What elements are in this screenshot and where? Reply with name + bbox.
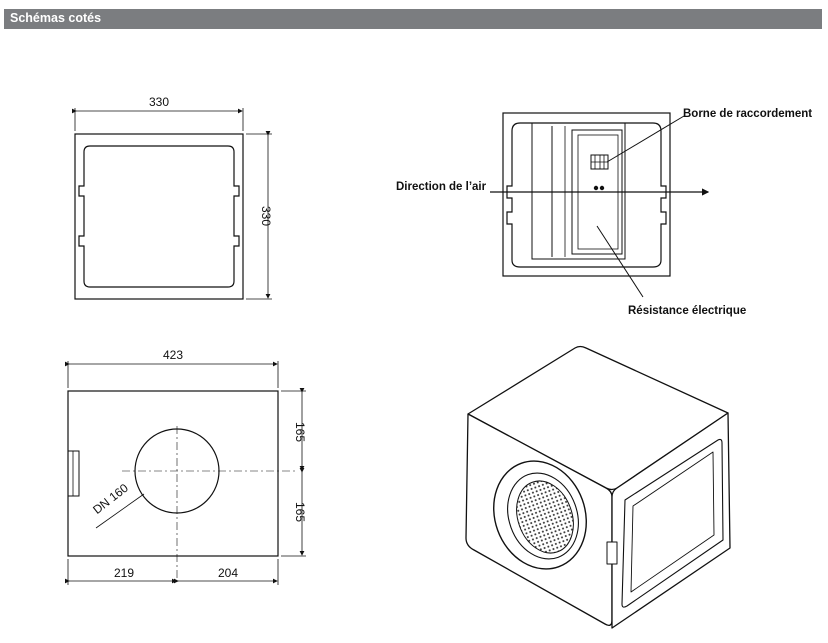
section-outline (502, 112, 671, 277)
top-view-outline (67, 390, 279, 557)
iso-grille (516, 480, 574, 554)
section-view (490, 112, 710, 298)
airflow-label: Direction de l’air (396, 181, 487, 193)
heater-label: Résistance électrique (628, 305, 746, 317)
top-width-label: 423 (163, 348, 183, 362)
iso-right-face (611, 412, 731, 629)
front-width-label: 330 (149, 95, 169, 109)
section-header-bar: Schémas cotés (4, 9, 822, 29)
isometric-view (465, 345, 731, 629)
top-view (65, 361, 306, 585)
front-view-outline (74, 133, 244, 300)
section-title: Schémas cotés (10, 11, 102, 25)
front-height-label: 330 (259, 206, 273, 226)
section-inner-frame (506, 122, 667, 268)
top-upper-label: 165 (293, 422, 307, 442)
top-lower-label: 165 (293, 502, 307, 522)
front-view-inner-frame (78, 145, 240, 288)
duct-diameter-label: DN 160 (90, 481, 131, 517)
heater-leader (596, 225, 644, 298)
terminal-label: Borne de raccordement (683, 108, 812, 120)
left-offset-label: 219 (114, 566, 134, 580)
terminal-leader (606, 115, 685, 163)
front-view (72, 108, 272, 300)
right-offset-label: 204 (218, 566, 238, 580)
